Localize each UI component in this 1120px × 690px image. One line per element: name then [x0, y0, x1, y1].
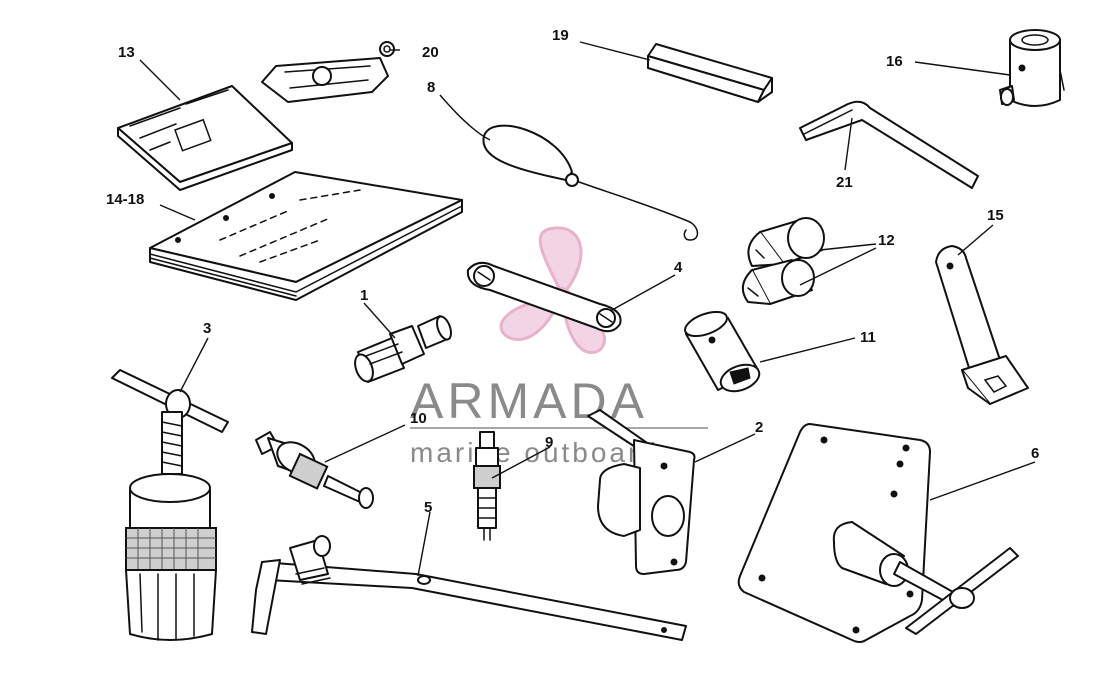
part-19-square-bar [647, 43, 773, 103]
part-6-puller-plate [737, 423, 1019, 643]
callout-19: 19 [552, 27, 569, 44]
propeller-logo-icon [499, 226, 607, 354]
callout-20: 20 [422, 44, 439, 61]
callout-6: 6 [1031, 445, 1039, 462]
part-9-spark-tester [473, 431, 501, 541]
part-20-key-lanyard [261, 41, 395, 103]
part-2-holder-plate [587, 409, 696, 575]
callout-3: 3 [203, 320, 211, 337]
part-4-wrench [466, 261, 622, 333]
part-8-cable-hook [482, 124, 699, 241]
callout-11: 11 [860, 329, 876, 346]
callout-1: 1 [360, 287, 368, 304]
part-13-owners-manual [117, 85, 293, 191]
part-5-lever [251, 535, 687, 641]
callout-10: 10 [410, 410, 427, 427]
callout-15: 15 [987, 207, 1004, 224]
leader-lines [139, 41, 1036, 577]
part-16-tube-socket [999, 29, 1065, 107]
part-1-adapter [354, 315, 452, 383]
callout-8: 8 [427, 79, 435, 96]
callout-21: 21 [836, 174, 853, 191]
callout-13: 13 [118, 44, 135, 61]
watermark: ARMADA marine outboards [410, 226, 708, 468]
part-3-puller [111, 369, 229, 641]
part-15-box-spanner [935, 245, 1029, 405]
callout-16: 16 [886, 53, 903, 70]
part-12-split-sleeves [741, 217, 825, 305]
part-14-18-documents [149, 171, 463, 301]
part-11-sleeve-tool [684, 310, 761, 393]
callout-12: 12 [878, 232, 895, 249]
part-10-fitting [255, 431, 374, 509]
callout-14-18: 14-18 [106, 191, 144, 208]
callout-9: 9 [545, 434, 553, 451]
part-21-allen-key [799, 100, 979, 189]
callout-5: 5 [424, 499, 432, 516]
callout-4: 4 [674, 259, 683, 276]
callout-labels: 13 20 14-18 19 8 16 21 12 15 11 1 4 3 10… [106, 27, 1039, 516]
callout-2: 2 [755, 419, 763, 436]
